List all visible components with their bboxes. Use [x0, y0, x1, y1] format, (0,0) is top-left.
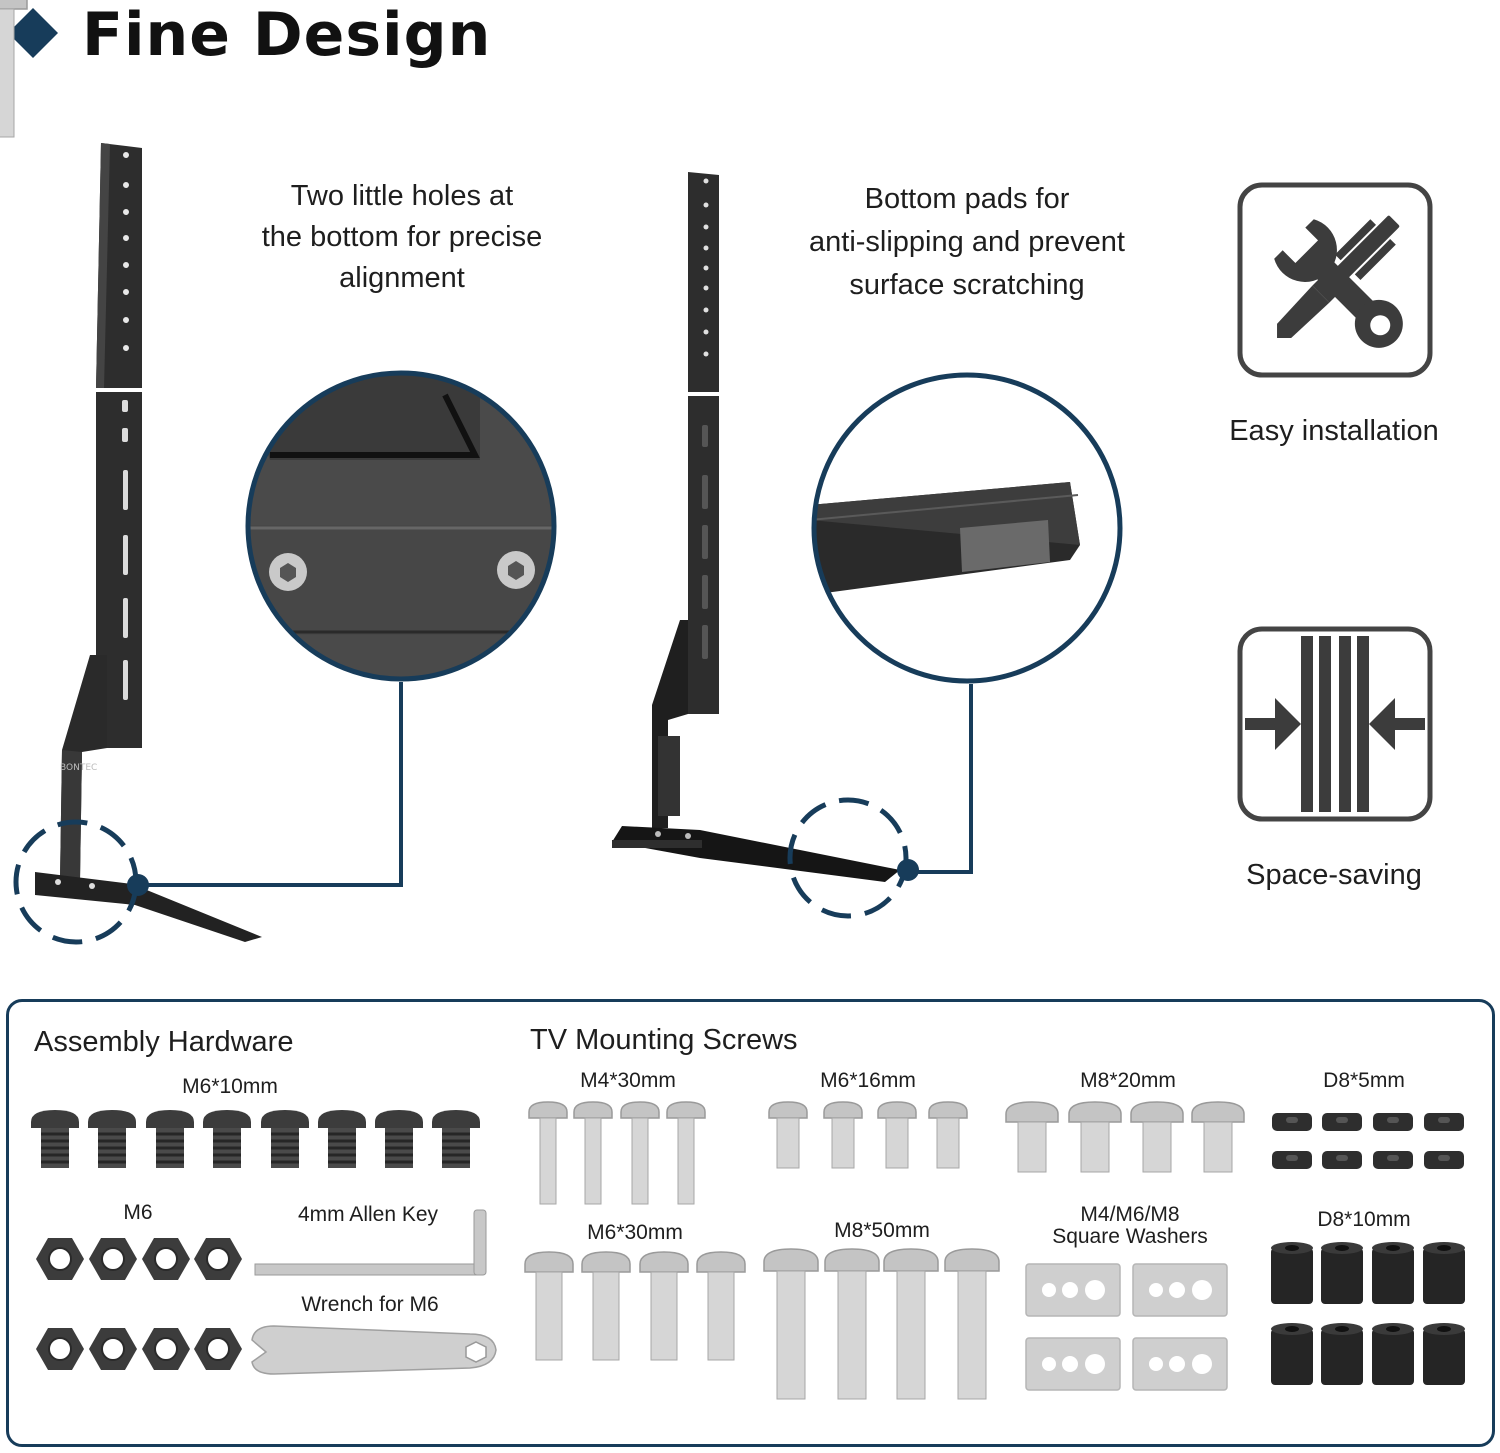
- icon-label: Easy installation: [1229, 415, 1439, 447]
- label-m6-16mm: M6*16mm: [820, 1069, 916, 1092]
- pads-caption: Bottom pads for anti-slipping and preven…: [777, 178, 1157, 307]
- spacers-d8-5mm: [1272, 1113, 1464, 1169]
- alignment-caption: Two little holes at the bottom for preci…: [222, 176, 582, 299]
- label-m4-30mm: M4*30mm: [580, 1069, 676, 1092]
- label-d8-10mm: D8*10mm: [1317, 1208, 1411, 1231]
- tv-mounting-screws-heading: TV Mounting Screws: [530, 1024, 798, 1056]
- allen-key: [254, 1209, 487, 1276]
- screws-m8-20mm: [0, 0, 1245, 1173]
- tv-stand-right-illustration: [612, 172, 1123, 919]
- label-wrench: Wrench for M6: [301, 1293, 439, 1316]
- caption-line: the bottom for precise: [261, 221, 543, 253]
- caption-line: Two little holes at: [290, 180, 514, 212]
- icon-label: Space-saving: [1246, 859, 1422, 891]
- caption-line: Bottom pads for: [864, 183, 1070, 215]
- assembly-hardware-heading: Assembly Hardware: [34, 1026, 294, 1058]
- screws-m8-50mm: [0, 0, 1000, 1400]
- spacers-d8-10mm: [1271, 1242, 1465, 1385]
- tools-icon: [1237, 182, 1433, 378]
- caption-line: alignment: [339, 262, 465, 294]
- label-line: M4/M6/M8: [1080, 1203, 1180, 1226]
- label-m6-nut: M6: [123, 1201, 153, 1224]
- label-m6-30mm: M6*30mm: [587, 1221, 683, 1244]
- label-m6-10mm: M6*10mm: [182, 1075, 278, 1098]
- page-title: Fine Design: [82, 0, 492, 70]
- screws-m6-16mm: [0, 0, 967, 1168]
- bolts-m6-10mm: [29, 1108, 482, 1170]
- screws-m4-30mm: [0, 0, 705, 1204]
- diamond-bullet-icon: [8, 8, 58, 58]
- caption-line: anti-slipping and prevent: [809, 226, 1125, 258]
- label-m8-50mm: M8*50mm: [834, 1219, 930, 1242]
- nuts-m6: [35, 1237, 243, 1371]
- wrench: [251, 1325, 497, 1375]
- compress-icon: [1237, 626, 1433, 822]
- label-line: Square Washers: [1052, 1225, 1208, 1248]
- label-d8-5mm: D8*5mm: [1323, 1069, 1405, 1092]
- label-square-washers: M4/M6/M8 Square Washers: [1030, 1204, 1230, 1248]
- label-m8-20mm: M8*20mm: [1080, 1069, 1176, 1092]
- label-allen-key: 4mm Allen Key: [297, 1203, 439, 1226]
- tv-stand-left-illustration: BONTEC: [13, 143, 557, 945]
- caption-line: surface scratching: [849, 269, 1085, 301]
- hardware-panel: [6, 999, 1495, 1447]
- square-washers: [1025, 1263, 1228, 1391]
- brand-mark: BONTEC: [60, 763, 97, 773]
